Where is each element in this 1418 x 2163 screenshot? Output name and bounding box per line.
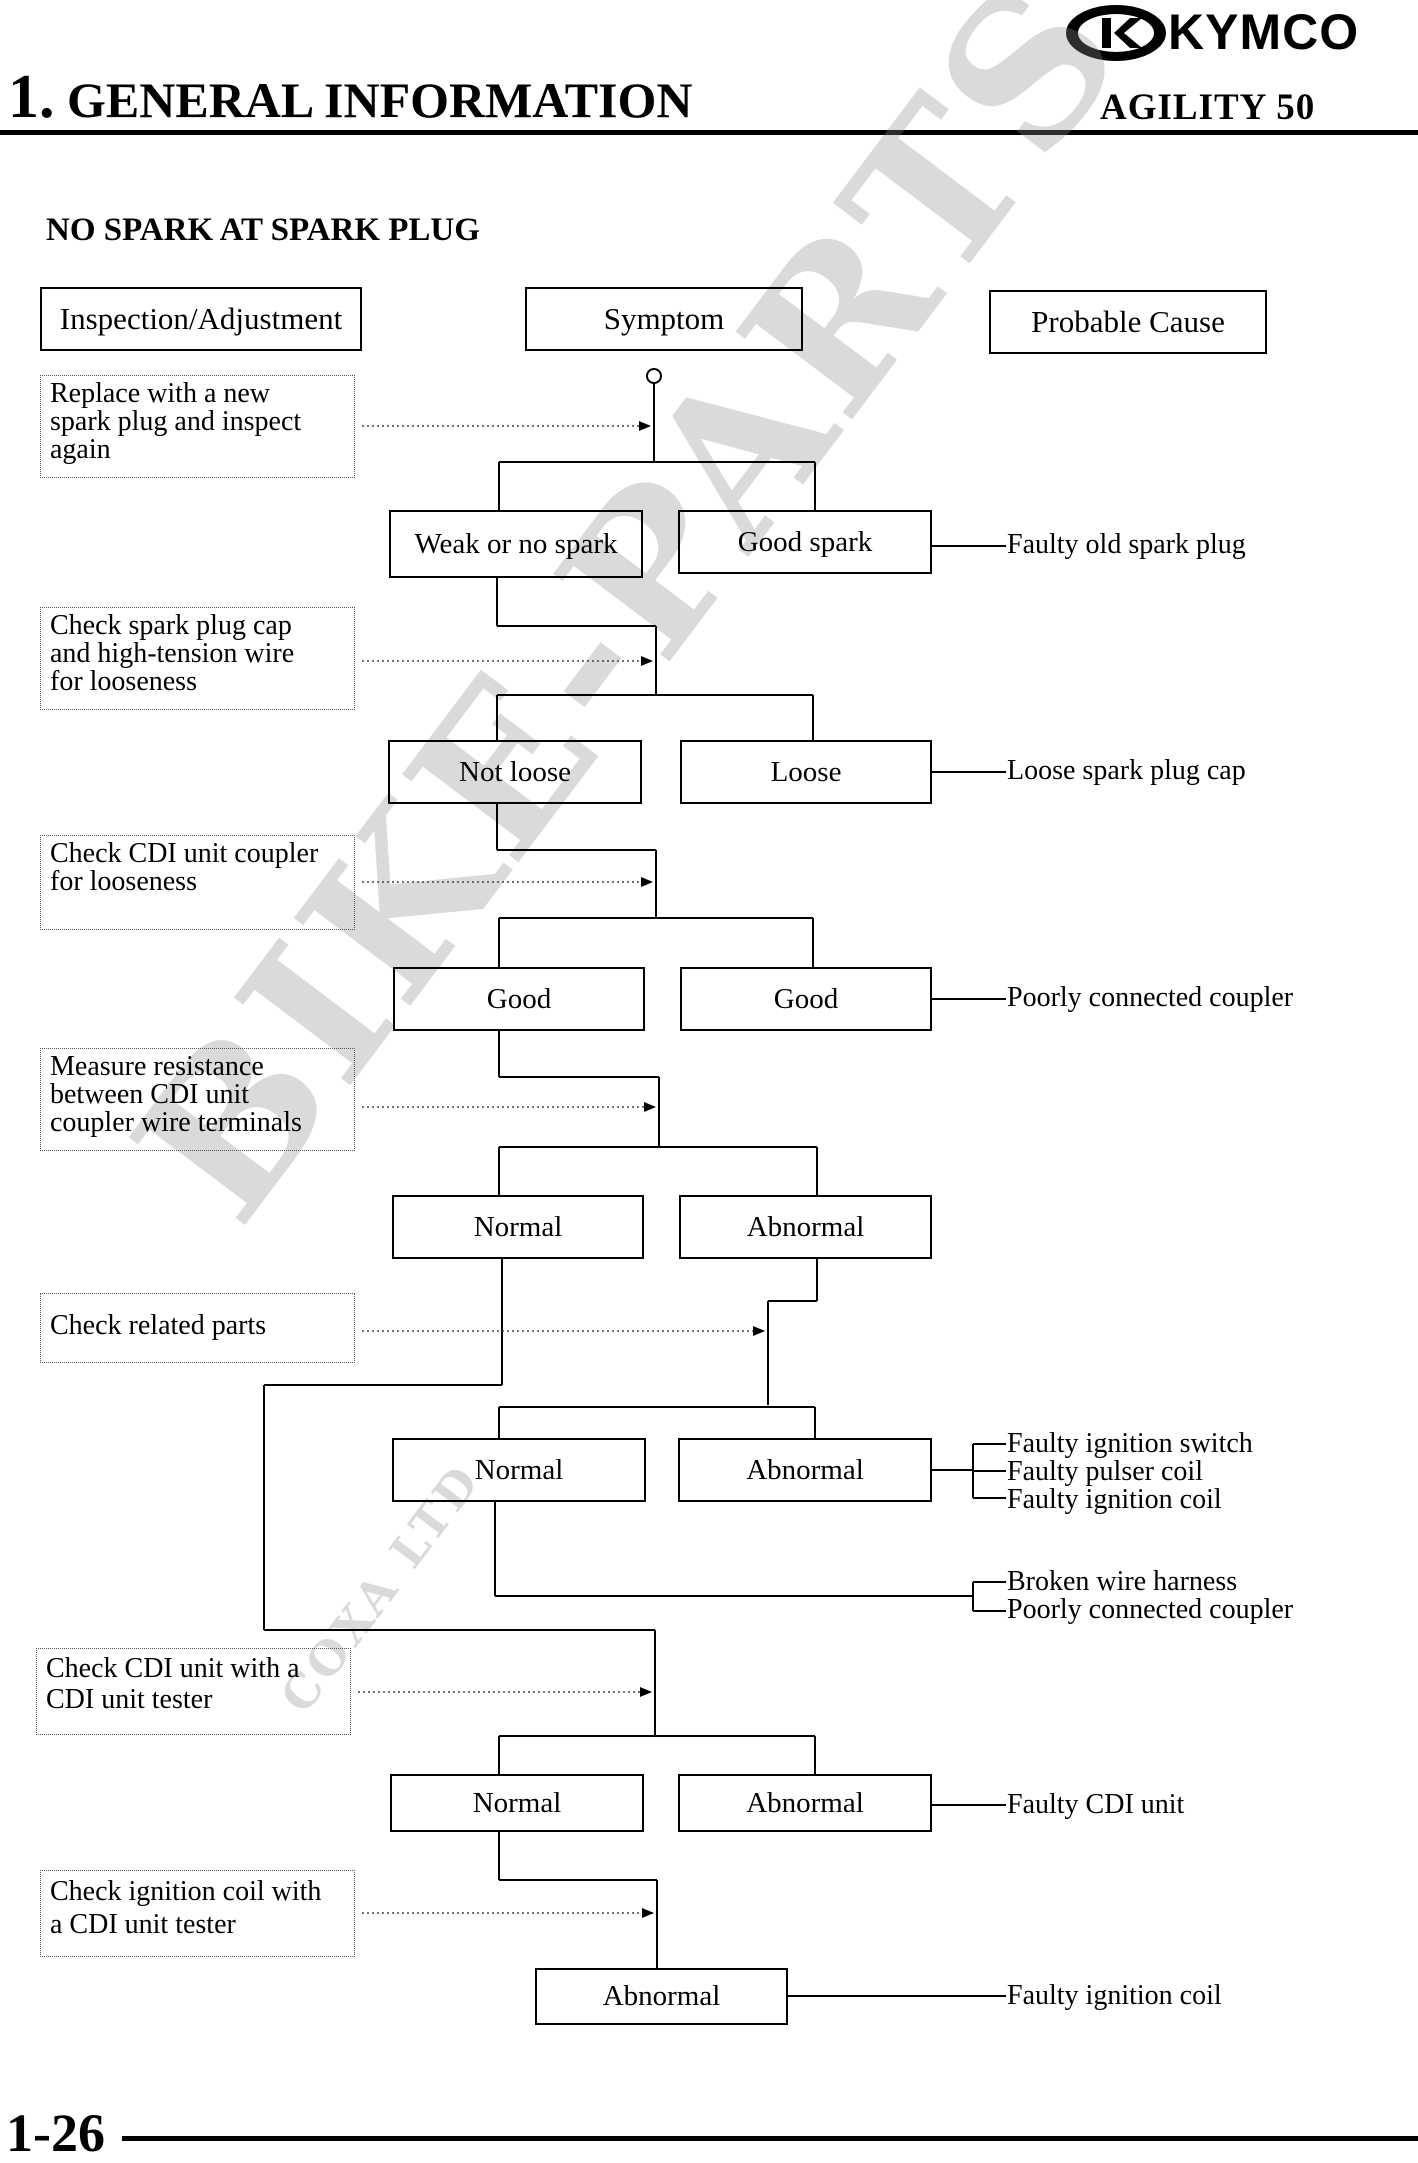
symptom-abnormal-row5: Abnormal <box>678 1438 932 1502</box>
header-rule <box>0 130 1418 135</box>
symptom-good-left: Good <box>393 967 645 1031</box>
inspection-box-5: Check related parts <box>40 1293 355 1363</box>
start-node <box>646 368 662 384</box>
cause-faulty-cdi-unit: Faulty CDI unit <box>1007 1789 1185 1820</box>
chapter-title-text: GENERAL INFORMATION <box>54 72 693 128</box>
inspection-line: for looseness <box>50 866 197 897</box>
symptom-normal-row5: Normal <box>392 1438 646 1502</box>
cause-faulty-old-spark-plug: Faulty old spark plug <box>1007 529 1246 560</box>
cause-group-harness: Broken wire harness Poorly connected cou… <box>1007 1568 1293 1624</box>
symptom-abnormal-row7: Abnormal <box>535 1968 788 2025</box>
inspection-line: and high-tension wire <box>50 638 295 669</box>
cause-faulty-ignition-switch: Faulty ignition switch <box>1007 1428 1253 1459</box>
cause-poorly-connected-coupler: Poorly connected coupler <box>1007 982 1294 1013</box>
cause-loose-spark-plug-cap: Loose spark plug cap <box>1007 755 1246 786</box>
inspection-box-4: Measure resistance between CDI unit coup… <box>40 1048 355 1151</box>
inspection-line: Measure resistance <box>50 1051 264 1082</box>
page-number: 1-26 <box>6 2103 105 2163</box>
inspection-box-2: Check spark plug cap and high-tension wi… <box>40 607 355 710</box>
symptom-not-loose: Not loose <box>388 740 642 804</box>
inspection-line: coupler wire terminals <box>50 1107 302 1138</box>
symptom-loose: Loose <box>680 740 932 804</box>
section-title: NO SPARK AT SPARK PLUG <box>46 212 480 248</box>
kymco-logo-icon <box>1066 5 1166 61</box>
column-header-symptom: Symptom <box>525 287 803 351</box>
inspection-line: again <box>50 434 111 465</box>
inspection-line: between CDI unit <box>50 1079 250 1110</box>
inspection-line: Check CDI unit with a <box>46 1653 300 1684</box>
symptom-normal-row4: Normal <box>392 1195 644 1259</box>
inspection-line: Check related parts <box>50 1310 267 1341</box>
symptom-abnormal-row6: Abnormal <box>678 1774 932 1832</box>
model-name: AGILITY 50 <box>1100 87 1316 128</box>
brand-name: KYMCO <box>1168 4 1360 60</box>
column-header-cause: Probable Cause <box>989 290 1267 354</box>
inspection-box-3: Check CDI unit coupler for looseness <box>40 835 355 930</box>
inspection-line: a CDI unit tester <box>50 1909 236 1940</box>
chapter-number: 1. <box>8 63 55 131</box>
cause-group-ignition: Faulty ignition switch Faulty pulser coi… <box>1007 1430 1253 1514</box>
symptom-weak-or-no-spark: Weak or no spark <box>389 510 643 578</box>
symptom-good-right: Good <box>680 967 932 1031</box>
inspection-box-1: Replace with a new spark plug and inspec… <box>40 375 355 478</box>
footer-rule <box>122 2136 1418 2141</box>
inspection-line: for looseness <box>50 666 197 697</box>
inspection-line: CDI unit tester <box>46 1684 213 1715</box>
inspection-line: Replace with a new <box>50 378 271 409</box>
inspection-box-6: Check CDI unit with a CDI unit tester <box>36 1648 351 1735</box>
symptom-normal-row6: Normal <box>390 1774 644 1832</box>
cause-faulty-pulser-coil: Faulty pulser coil <box>1007 1456 1203 1487</box>
cause-faulty-ignition-coil: Faulty ignition coil <box>1007 1484 1222 1515</box>
symptom-abnormal-row4: Abnormal <box>679 1195 932 1259</box>
inspection-line: Check spark plug cap <box>50 610 292 641</box>
column-header-inspection: Inspection/Adjustment <box>40 287 362 351</box>
inspection-line: Check CDI unit coupler <box>50 838 319 869</box>
symptom-good-spark: Good spark <box>678 510 932 574</box>
cause-poorly-connected-coupler-2: Poorly connected coupler <box>1007 1594 1294 1625</box>
cause-faulty-ignition-coil-final: Faulty ignition coil <box>1007 1980 1222 2011</box>
cause-broken-wire-harness: Broken wire harness <box>1007 1566 1238 1597</box>
chapter-title: 1. GENERAL INFORMATION <box>8 66 693 128</box>
inspection-line: Check ignition coil with <box>50 1876 322 1907</box>
inspection-line: spark plug and inspect <box>50 406 302 437</box>
inspection-box-7: Check ignition coil with a CDI unit test… <box>40 1870 355 1957</box>
